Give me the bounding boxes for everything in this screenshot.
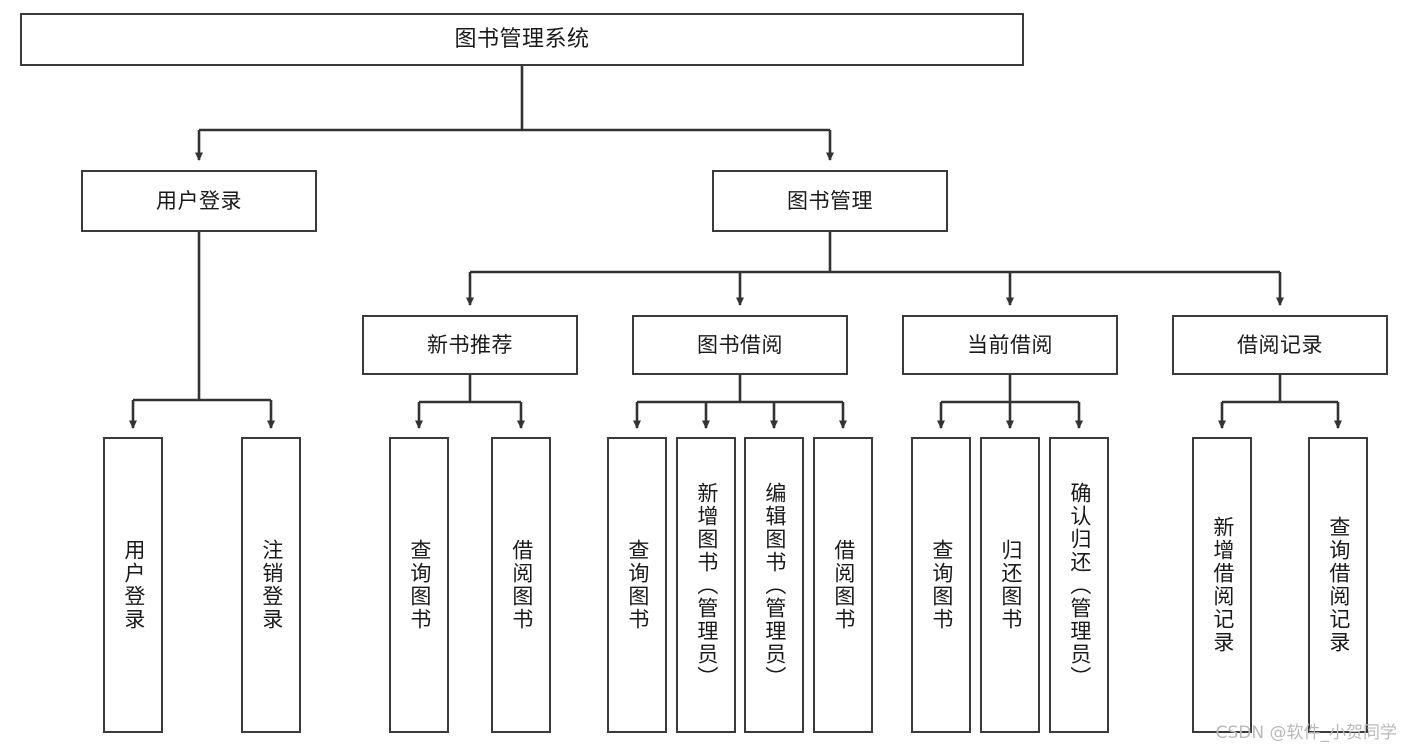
node-current-borrow[interactable]: 当前借阅	[902, 315, 1118, 375]
node-label: 新增借阅记录	[1210, 516, 1235, 654]
node-label: 借阅记录	[1237, 332, 1323, 357]
leaf-recommend-borrow-book[interactable]: 借阅图书	[491, 437, 551, 733]
node-label: 新书推荐	[427, 332, 513, 357]
leaf-borrow-borrow-book[interactable]: 借阅图书	[813, 437, 873, 733]
node-new-book-recommend[interactable]: 新书推荐	[362, 315, 578, 375]
node-label: 查询借阅记录	[1326, 516, 1351, 654]
node-label: 新增图书（管理员）	[694, 481, 719, 689]
node-label: 借阅图书	[509, 539, 534, 631]
node-borrow-record[interactable]: 借阅记录	[1172, 315, 1388, 375]
leaf-recommend-query-book[interactable]: 查询图书	[389, 437, 449, 733]
csdn-watermark: CSDN @软件_小贺同学	[1215, 723, 1397, 743]
leaf-current-return-book[interactable]: 归还图书	[980, 437, 1040, 733]
node-label: 图书管理	[787, 188, 873, 213]
node-label: 注销登录	[259, 539, 284, 631]
node-label: 用户登录	[121, 539, 146, 631]
leaf-current-query-book[interactable]: 查询图书	[911, 437, 971, 733]
leaf-borrow-query-book[interactable]: 查询图书	[607, 437, 667, 733]
leaf-record-query-borrow-record[interactable]: 查询借阅记录	[1308, 437, 1368, 733]
leaf-user-login[interactable]: 用户登录	[103, 437, 163, 733]
node-label: 归还图书	[998, 539, 1023, 631]
node-label: 查询图书	[625, 539, 650, 631]
node-label: 查询图书	[407, 539, 432, 631]
node-label: 编辑图书（管理员）	[762, 481, 787, 689]
leaf-record-add-borrow-record[interactable]: 新增借阅记录	[1192, 437, 1252, 733]
node-label: 当前借阅	[967, 332, 1053, 357]
leaf-borrow-add-book-admin[interactable]: 新增图书（管理员）	[676, 437, 736, 733]
leaf-current-confirm-return-admin[interactable]: 确认归还（管理员）	[1049, 437, 1109, 733]
leaf-user-logout[interactable]: 注销登录	[241, 437, 301, 733]
node-root-book-management-system[interactable]: 图书管理系统	[20, 13, 1024, 66]
node-book-borrow[interactable]: 图书借阅	[632, 315, 848, 375]
leaf-borrow-edit-book-admin[interactable]: 编辑图书（管理员）	[744, 437, 804, 733]
node-label: 查询图书	[929, 539, 954, 631]
node-label: 图书借阅	[697, 332, 783, 357]
node-label: 确认归还（管理员）	[1067, 481, 1092, 689]
node-book-management[interactable]: 图书管理	[712, 170, 948, 232]
node-user-login[interactable]: 用户登录	[81, 170, 317, 232]
node-label: 用户登录	[156, 188, 242, 213]
node-label: 图书管理系统	[454, 26, 590, 52]
node-label: 借阅图书	[831, 539, 856, 631]
